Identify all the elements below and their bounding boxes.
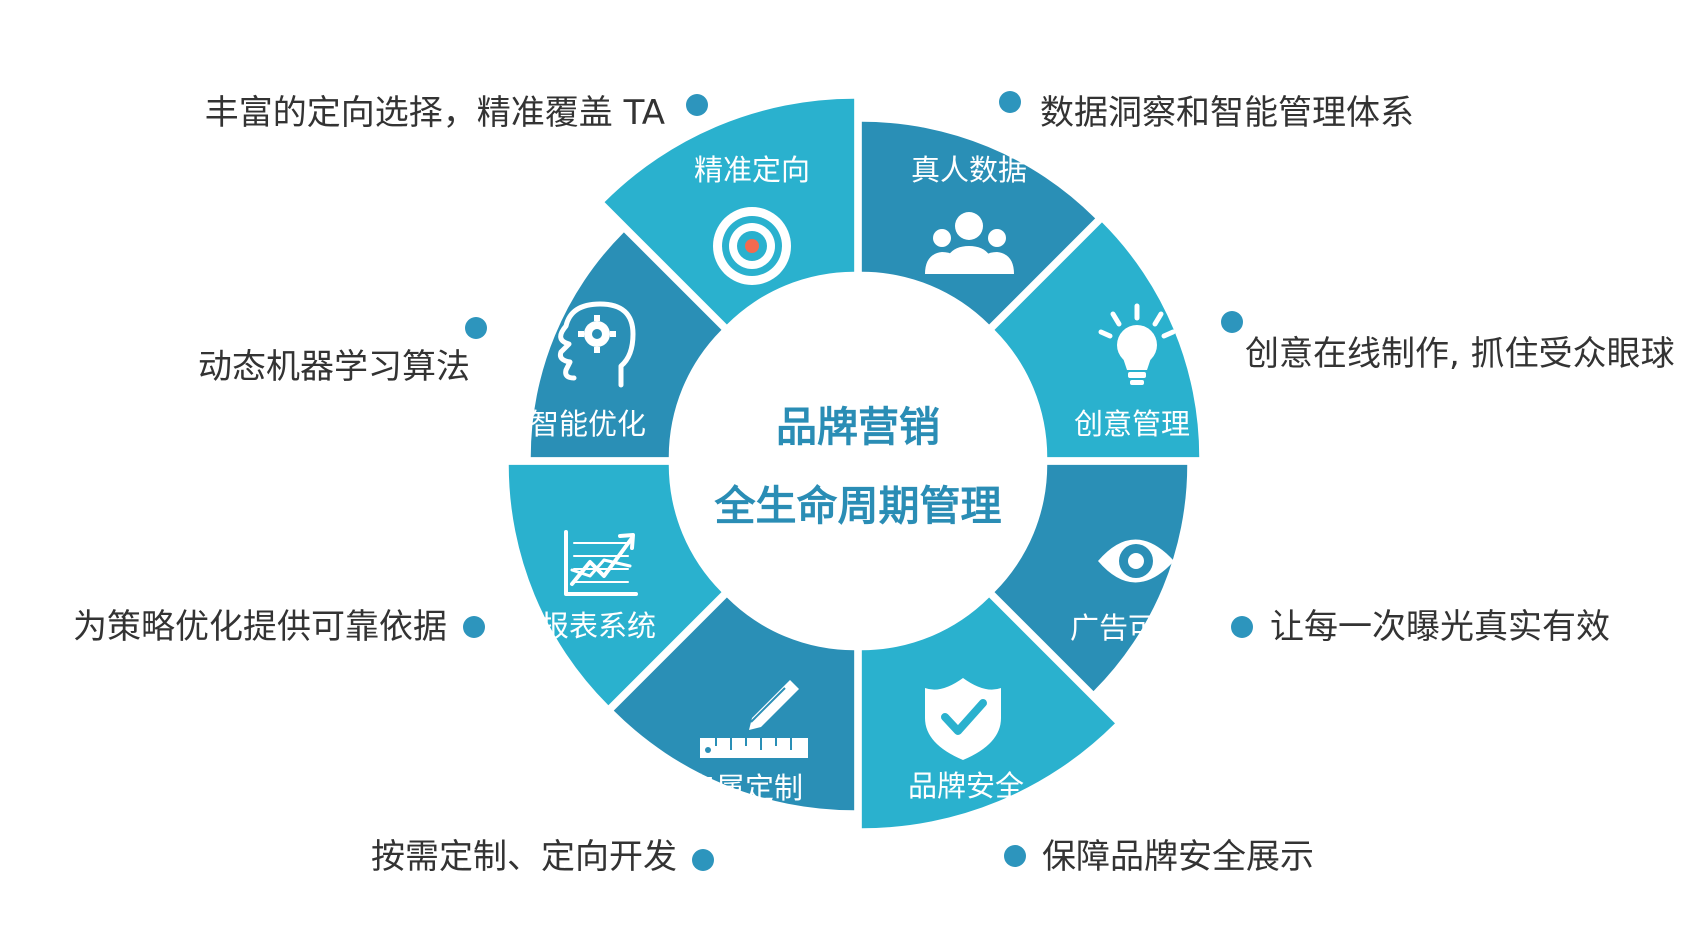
marker-dot-customization — [692, 849, 714, 871]
marker-dot-targeting — [686, 94, 708, 116]
people-group-icon — [925, 212, 1014, 274]
shield-check-icon — [925, 678, 1001, 760]
segment-wedge-optimization — [530, 232, 722, 458]
segment-wedge-targeting — [604, 98, 855, 325]
chart-report-icon — [564, 530, 638, 596]
description-targeting: 丰富的定向选择，精准覆盖 TA — [205, 93, 665, 133]
description-visibility: 让每一次曝光真实有效 — [1270, 607, 1610, 647]
segment-label-creative: 创意管理 — [1074, 407, 1190, 441]
lightbulb-icon — [1098, 303, 1176, 385]
segment-label-real-data: 真人数据 — [911, 153, 1027, 187]
segment-wedge-visibility — [994, 464, 1188, 692]
marker-dots — [463, 91, 1253, 871]
center-title-line1: 品牌营销 — [776, 403, 940, 451]
segment-label-targeting: 精准定向 — [694, 153, 810, 187]
description-brand-safety: 保障品牌安全展示 — [1042, 837, 1314, 877]
description-optimization: 动态机器学习算法 — [198, 347, 470, 387]
marker-dot-creative — [1221, 311, 1243, 333]
marker-dot-real-data — [999, 91, 1021, 113]
center-title-line2: 全生命周期管理 — [714, 482, 1002, 530]
segment-label-customization: 专属定制 — [687, 771, 803, 805]
description-creative: 创意在线制作, 抓住受众眼球 — [1245, 334, 1675, 374]
pencil-ruler-icon — [700, 680, 808, 758]
marker-dot-visibility — [1231, 616, 1253, 638]
description-reports: 为策略优化提供可靠依据 — [73, 607, 447, 647]
segment-wedges — [508, 98, 1200, 829]
marker-dot-brand-safety — [1004, 845, 1026, 867]
description-real-data: 数据洞察和智能管理体系 — [1040, 93, 1414, 133]
segment-label-brand-safety: 品牌安全 — [908, 769, 1024, 803]
descriptions: 丰富的定向选择，精准覆盖 TA 数据洞察和智能管理体系 创意在线制作, 抓住受众… — [73, 93, 1675, 877]
segment-wedge-creative — [994, 222, 1200, 458]
description-customization: 按需定制、定向开发 — [371, 837, 677, 877]
target-icon — [713, 207, 791, 285]
segment-label-optimization: 智能优化 — [530, 407, 646, 441]
segment-label-visibility: 广告可见 — [1070, 611, 1186, 645]
marker-dot-reports — [463, 616, 485, 638]
brain-gear-icon — [557, 301, 636, 388]
segment-wedge-reports — [508, 464, 722, 706]
segment-label-reports: 报表系统 — [540, 609, 656, 643]
segment-labels: 精准定向 真人数据 创意管理 广告可见 品牌安全 专属定制 报表系统 智能优化 — [530, 153, 1190, 805]
marker-dot-optimization — [465, 317, 487, 339]
eye-icon — [1098, 539, 1174, 583]
